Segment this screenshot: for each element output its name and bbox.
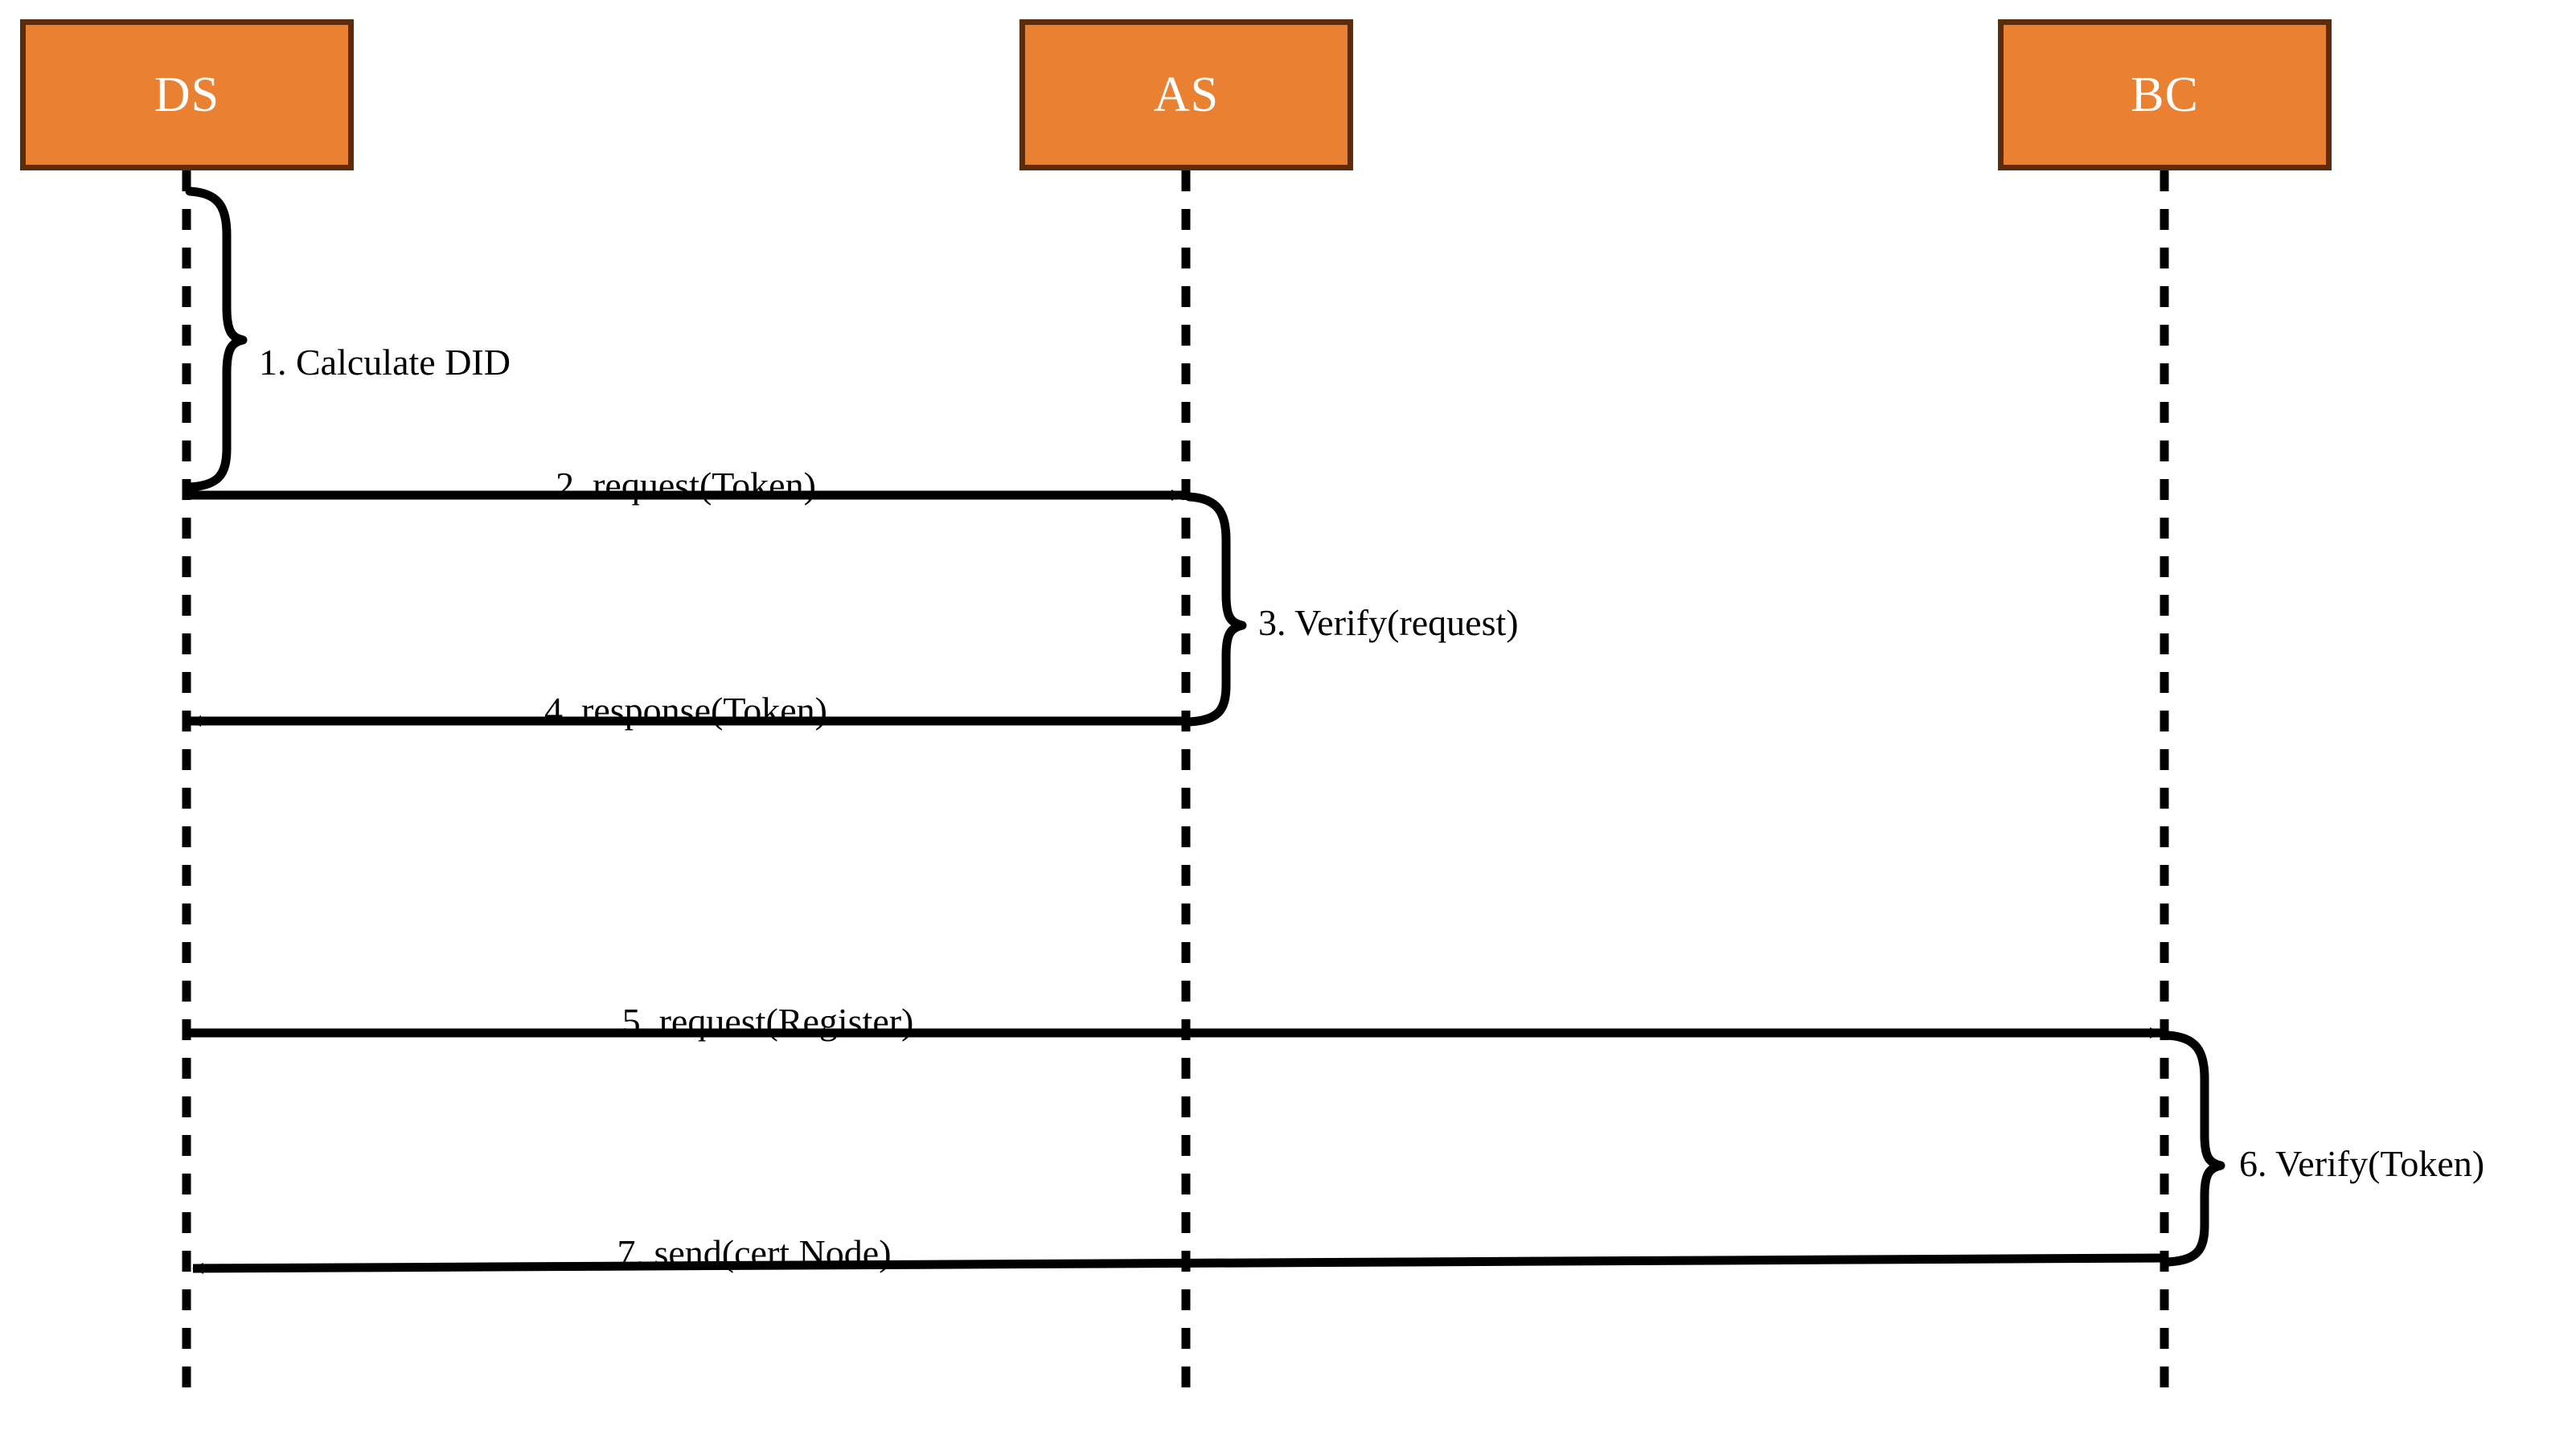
actor-label-as: AS [1153, 68, 1220, 122]
message-label-2-request-token: 2. request(Token) [556, 465, 816, 506]
note-label-6-verify-token: 6. Verify(Token) [2239, 1143, 2485, 1184]
message-label-7-send-cert-node: 7. send(cert Node) [617, 1232, 892, 1273]
actor-box-bc[interactable]: BC [1998, 19, 2332, 170]
actor-label-ds: DS [154, 68, 220, 122]
note-label-3-verify-request: 3. Verify(request) [1258, 602, 1519, 643]
message-arrow-7-send-cert-node [192, 1253, 2165, 1274]
message-label-4-response-token: 4. response(Token) [544, 690, 827, 731]
self-brace-6-verify-token [2163, 1031, 2225, 1267]
actor-box-ds[interactable]: DS [20, 19, 354, 170]
actor-label-bc: BC [2131, 68, 2199, 122]
self-brace-1-calculate-did [185, 186, 248, 492]
message-label-5-request-register: 5. request(Register) [621, 1001, 914, 1042]
actor-box-as[interactable]: AS [1019, 19, 1353, 170]
note-label-1-calculate-did: 1. Calculate DID [259, 342, 511, 383]
self-brace-3-verify-request [1184, 492, 1247, 727]
